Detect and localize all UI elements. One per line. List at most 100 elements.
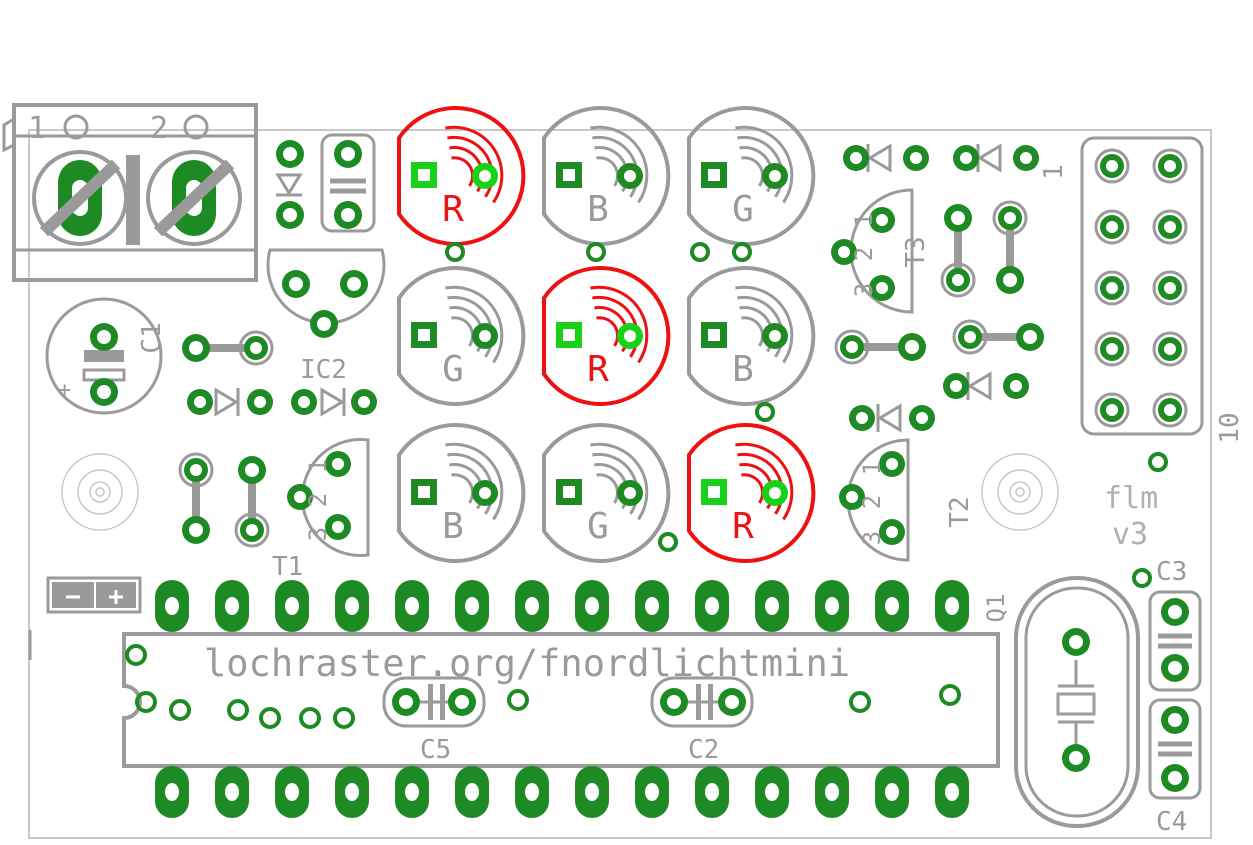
c2-label: C2 bbox=[688, 735, 719, 765]
resistor-right-horizontal-2 bbox=[952, 319, 1044, 355]
header-pin-outline bbox=[1152, 270, 1188, 306]
dip-pad-hole bbox=[945, 783, 959, 801]
resistor-left-vertical-1 bbox=[178, 452, 214, 544]
t1-label: T1 bbox=[272, 552, 303, 582]
header-pin10-label: 10 bbox=[1215, 412, 1245, 443]
pin-header-2x5: 1 10 bbox=[1039, 136, 1245, 444]
t3-pin-3: 3 bbox=[850, 283, 878, 297]
diode-left-1 bbox=[187, 387, 273, 417]
dip-pad-hole bbox=[885, 783, 899, 801]
dip-pad-hole bbox=[465, 783, 479, 801]
mcu-small-pads bbox=[125, 644, 961, 729]
header-pad-hole bbox=[1164, 221, 1176, 233]
header-pad-hole bbox=[1164, 404, 1176, 416]
terminal-pin1-label: 1 bbox=[28, 111, 46, 146]
led-6: B bbox=[687, 266, 816, 406]
dip-pad-hole bbox=[465, 597, 479, 615]
transistor-t3: 1 2 3 T3 bbox=[831, 188, 931, 314]
header-pad-hole bbox=[1164, 282, 1176, 294]
terminal-screw-2 bbox=[146, 150, 242, 246]
capacitor-c3: C3 bbox=[1148, 557, 1202, 692]
t2-pin-2: 2 bbox=[858, 495, 886, 509]
header-pin-outline bbox=[1094, 270, 1130, 306]
dip-pad-hole bbox=[645, 597, 659, 615]
dip-pad-hole bbox=[345, 783, 359, 801]
capacitor-c1: + C1 bbox=[45, 297, 167, 415]
mcu-dip-pads bbox=[155, 580, 969, 818]
dip-pad-hole bbox=[945, 597, 959, 615]
t1-pin-1: 1 bbox=[304, 459, 332, 473]
vias bbox=[445, 242, 1168, 588]
dip-pad-hole bbox=[285, 783, 299, 801]
c3-label: C3 bbox=[1156, 557, 1187, 587]
dip-pad-hole bbox=[165, 597, 179, 615]
dip-pad-hole bbox=[405, 783, 419, 801]
t2-pin-3: 3 bbox=[858, 531, 886, 545]
diode-right-mid-2 bbox=[849, 403, 935, 433]
header-pad-hole bbox=[1164, 160, 1176, 172]
led-4-color-label: G bbox=[442, 349, 464, 390]
dip-pad-hole bbox=[225, 597, 239, 615]
dip-pad-hole bbox=[285, 597, 299, 615]
t3-label: T3 bbox=[901, 236, 931, 267]
dip-pad-hole bbox=[825, 783, 839, 801]
diode-right-top-1 bbox=[843, 143, 929, 173]
t1-pin-2: 2 bbox=[304, 493, 332, 507]
transistor-t1: 1 2 3 T1 bbox=[272, 438, 370, 582]
led-1-color-label: R bbox=[442, 189, 464, 230]
header-pad-hole bbox=[1106, 404, 1118, 416]
power-polarity-mark: − + bbox=[46, 576, 142, 614]
q1-label: Q1 bbox=[982, 594, 1010, 623]
header-pad-hole bbox=[1106, 343, 1118, 355]
dip-pad-hole bbox=[585, 783, 599, 801]
t2-label: T2 bbox=[945, 496, 975, 527]
header-pad-hole bbox=[1164, 343, 1176, 355]
dip-pad-hole bbox=[405, 597, 419, 615]
led-4: G bbox=[397, 266, 526, 406]
diode-right-top-2 bbox=[953, 143, 1039, 173]
t1-pin-3: 3 bbox=[304, 527, 332, 541]
t2-pin-1: 1 bbox=[858, 461, 886, 475]
header-pin-outline bbox=[1152, 331, 1188, 367]
t3-pin-2: 2 bbox=[850, 247, 878, 261]
dip-pad-hole bbox=[525, 783, 539, 801]
resistor-left-vertical-2 bbox=[234, 456, 270, 548]
dip-pad-hole bbox=[765, 597, 779, 615]
capacitor-c2: C2 bbox=[650, 676, 754, 765]
capacitor-small-top bbox=[320, 133, 376, 233]
capacitor-c4: C4 bbox=[1148, 698, 1202, 837]
dip-pad-hole bbox=[645, 783, 659, 801]
capacitor-c5: C5 bbox=[382, 676, 486, 765]
dip-pad-hole bbox=[585, 597, 599, 615]
led-1: R bbox=[397, 106, 526, 246]
header-pad-hole bbox=[1106, 282, 1118, 294]
header-pin-outline bbox=[1152, 148, 1188, 184]
led-8: G bbox=[542, 423, 671, 563]
dip-pad-hole bbox=[525, 597, 539, 615]
led-7: B bbox=[397, 423, 526, 563]
terminal-screw-1 bbox=[32, 150, 128, 246]
dip-pad-hole bbox=[165, 783, 179, 801]
ic2-label: IC2 bbox=[300, 355, 347, 385]
regulator-ic2: IC2 bbox=[266, 248, 386, 385]
led-9: R bbox=[687, 423, 816, 563]
mounting-hole-left bbox=[61, 453, 139, 531]
header-pin-outline bbox=[1094, 331, 1130, 367]
board-outline bbox=[28, 129, 1212, 839]
led-2: B bbox=[542, 106, 671, 246]
dip-pad-hole bbox=[705, 783, 719, 801]
led-8-color-label: G bbox=[587, 506, 609, 547]
resistor-right-vertical-2 bbox=[992, 200, 1028, 294]
dip-pad-hole bbox=[705, 597, 719, 615]
mounting-hole-right bbox=[981, 453, 1059, 531]
resistor-right-horizontal-1 bbox=[834, 329, 926, 365]
transistor-t2: 1 2 3 T2 bbox=[839, 438, 975, 562]
minus-mark: − bbox=[65, 582, 81, 612]
header-pin-outline bbox=[1094, 209, 1130, 245]
version-line-2: v3 bbox=[1112, 517, 1148, 552]
diode-left-2 bbox=[291, 387, 377, 417]
led-7-color-label: B bbox=[442, 506, 464, 547]
project-url: lochraster.org/fnordlichtmini bbox=[204, 642, 850, 685]
